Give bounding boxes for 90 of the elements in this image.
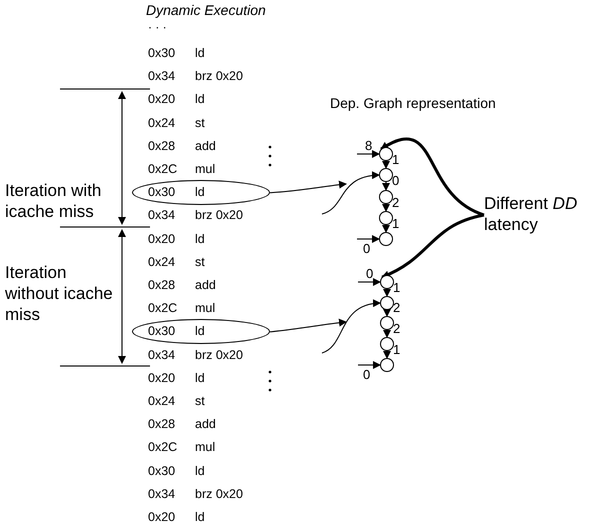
graph-node <box>380 337 394 351</box>
instruction-text: ld <box>195 464 205 478</box>
address-text: 0x34 <box>148 486 176 501</box>
iteration-label: Iteration with icache miss <box>5 180 102 222</box>
address-text: 0x24 <box>148 254 176 269</box>
highlight-ellipse <box>132 319 270 344</box>
arrow <box>381 214 484 278</box>
graph-node <box>379 211 393 225</box>
address-text: 0x34 <box>148 208 176 222</box>
instruction-text: brz 0x20 <box>195 348 243 362</box>
edge-label: 0 <box>363 368 370 382</box>
arrow <box>383 330 391 338</box>
instruction-text: ld <box>195 510 205 524</box>
ellipsis: · · · <box>148 20 167 34</box>
arrow <box>382 182 390 191</box>
edge-label: 1 <box>392 216 400 230</box>
instruction-text: st <box>195 254 205 269</box>
edge-label: 0 <box>366 267 374 281</box>
graph-node <box>380 316 394 330</box>
instruction-text: ld <box>195 324 205 338</box>
arrow <box>356 235 380 243</box>
instruction-text: mul <box>195 162 216 176</box>
address-text: 0x30 <box>148 464 176 478</box>
graph-node <box>379 168 393 182</box>
graph-heading: Dep. Graph representation <box>330 96 496 110</box>
instruction-text: mul <box>195 440 216 454</box>
instruction-text: ld <box>195 185 205 200</box>
edge-label: 0 <box>363 242 370 256</box>
instruction-text: ld <box>195 92 205 106</box>
address-text: 0x24 <box>148 394 176 408</box>
address-text: 0x2C <box>148 440 178 454</box>
graph-node <box>380 358 394 372</box>
address-text: 0x24 <box>148 116 176 130</box>
arrow <box>358 361 381 369</box>
graph-node <box>379 190 393 204</box>
address-text: 0x28 <box>148 138 176 153</box>
edge-label: 0 <box>392 174 400 188</box>
address-text: 0x30 <box>148 185 176 200</box>
graph-node <box>379 147 393 161</box>
column-heading: Dynamic Execution <box>146 3 266 17</box>
arrow <box>383 309 391 317</box>
highlight-ellipse <box>132 180 270 206</box>
address-text: 0x20 <box>148 370 176 385</box>
edge-label: 1 <box>393 280 400 294</box>
address-text: 0x34 <box>148 348 176 362</box>
arrow <box>356 150 380 158</box>
instruction-text: ld <box>195 370 205 385</box>
edge-label: 2 <box>393 322 400 336</box>
address-text: 0x30 <box>148 324 176 338</box>
instruction-text: mul <box>195 301 216 316</box>
instruction-text: add <box>195 417 216 432</box>
arrow <box>383 350 391 359</box>
arrow <box>383 288 391 297</box>
annotation-text: Different DD latency <box>484 193 578 235</box>
instruction-text: st <box>195 394 205 408</box>
address-text: 0x2C <box>148 162 178 176</box>
address-text: 0x28 <box>148 417 176 432</box>
address-text: 0x20 <box>148 92 176 106</box>
address-text: 0x28 <box>148 278 176 292</box>
instruction-text: st <box>195 116 205 130</box>
graph-node <box>380 296 394 310</box>
arrow <box>358 278 381 286</box>
arrow <box>380 138 485 216</box>
arrow <box>382 224 390 233</box>
instruction-text: brz 0x20 <box>195 208 243 222</box>
arrow <box>382 160 390 169</box>
instruction-text: add <box>195 138 216 153</box>
instruction-text: ld <box>195 46 205 60</box>
edge-label: 1 <box>393 342 400 356</box>
address-text: 0x34 <box>148 69 176 84</box>
address-text: 0x30 <box>148 46 176 60</box>
instruction-text: ld <box>195 232 205 246</box>
edge-label: 2 <box>393 301 400 315</box>
address-text: 0x20 <box>148 232 176 246</box>
address-text: 0x20 <box>148 510 176 524</box>
instruction-text: brz 0x20 <box>195 486 243 501</box>
edge-label: 8 <box>365 139 372 153</box>
arrow <box>322 300 381 354</box>
iteration-label: Iteration without icache miss <box>5 262 114 325</box>
edge-label: 2 <box>392 196 400 210</box>
arrow <box>270 180 347 194</box>
arrow <box>382 204 390 212</box>
arrow <box>270 318 347 332</box>
graph-node <box>380 275 394 289</box>
address-text: 0x2C <box>148 301 178 316</box>
edge-label: 1 <box>392 152 400 166</box>
instruction-text: add <box>195 278 216 292</box>
graph-node <box>379 232 393 246</box>
arrow <box>322 172 380 214</box>
instruction-text: brz 0x20 <box>195 69 243 84</box>
